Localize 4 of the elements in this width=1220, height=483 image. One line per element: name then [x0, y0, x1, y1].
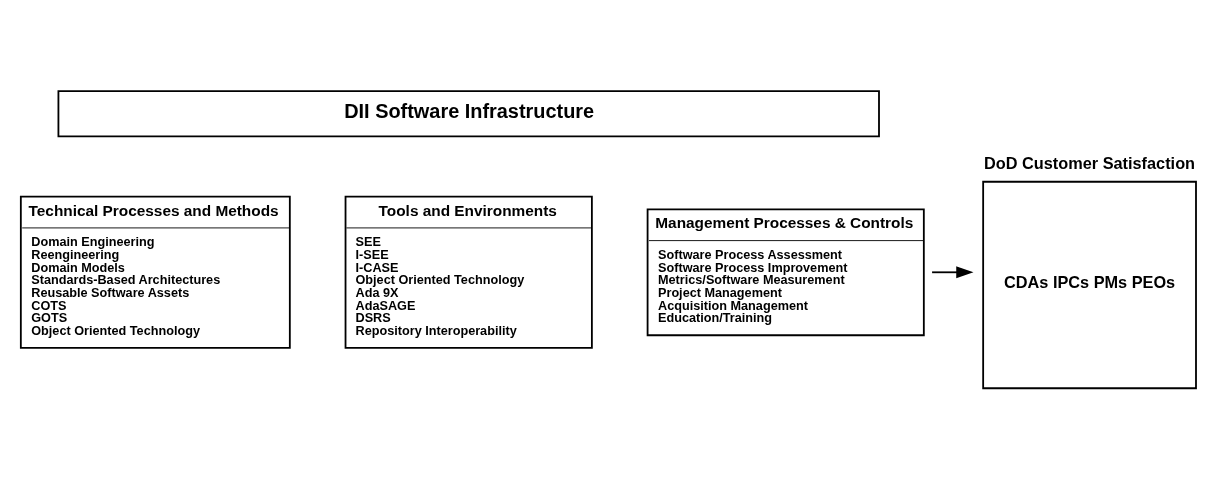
node-box: CDAs IPCs PMs PEOs	[982, 180, 1197, 390]
arrow	[931, 266, 974, 279]
node-label: DoD Customer Satisfaction	[984, 154, 1196, 173]
node-box: DII Software Infrastructure	[57, 90, 880, 138]
